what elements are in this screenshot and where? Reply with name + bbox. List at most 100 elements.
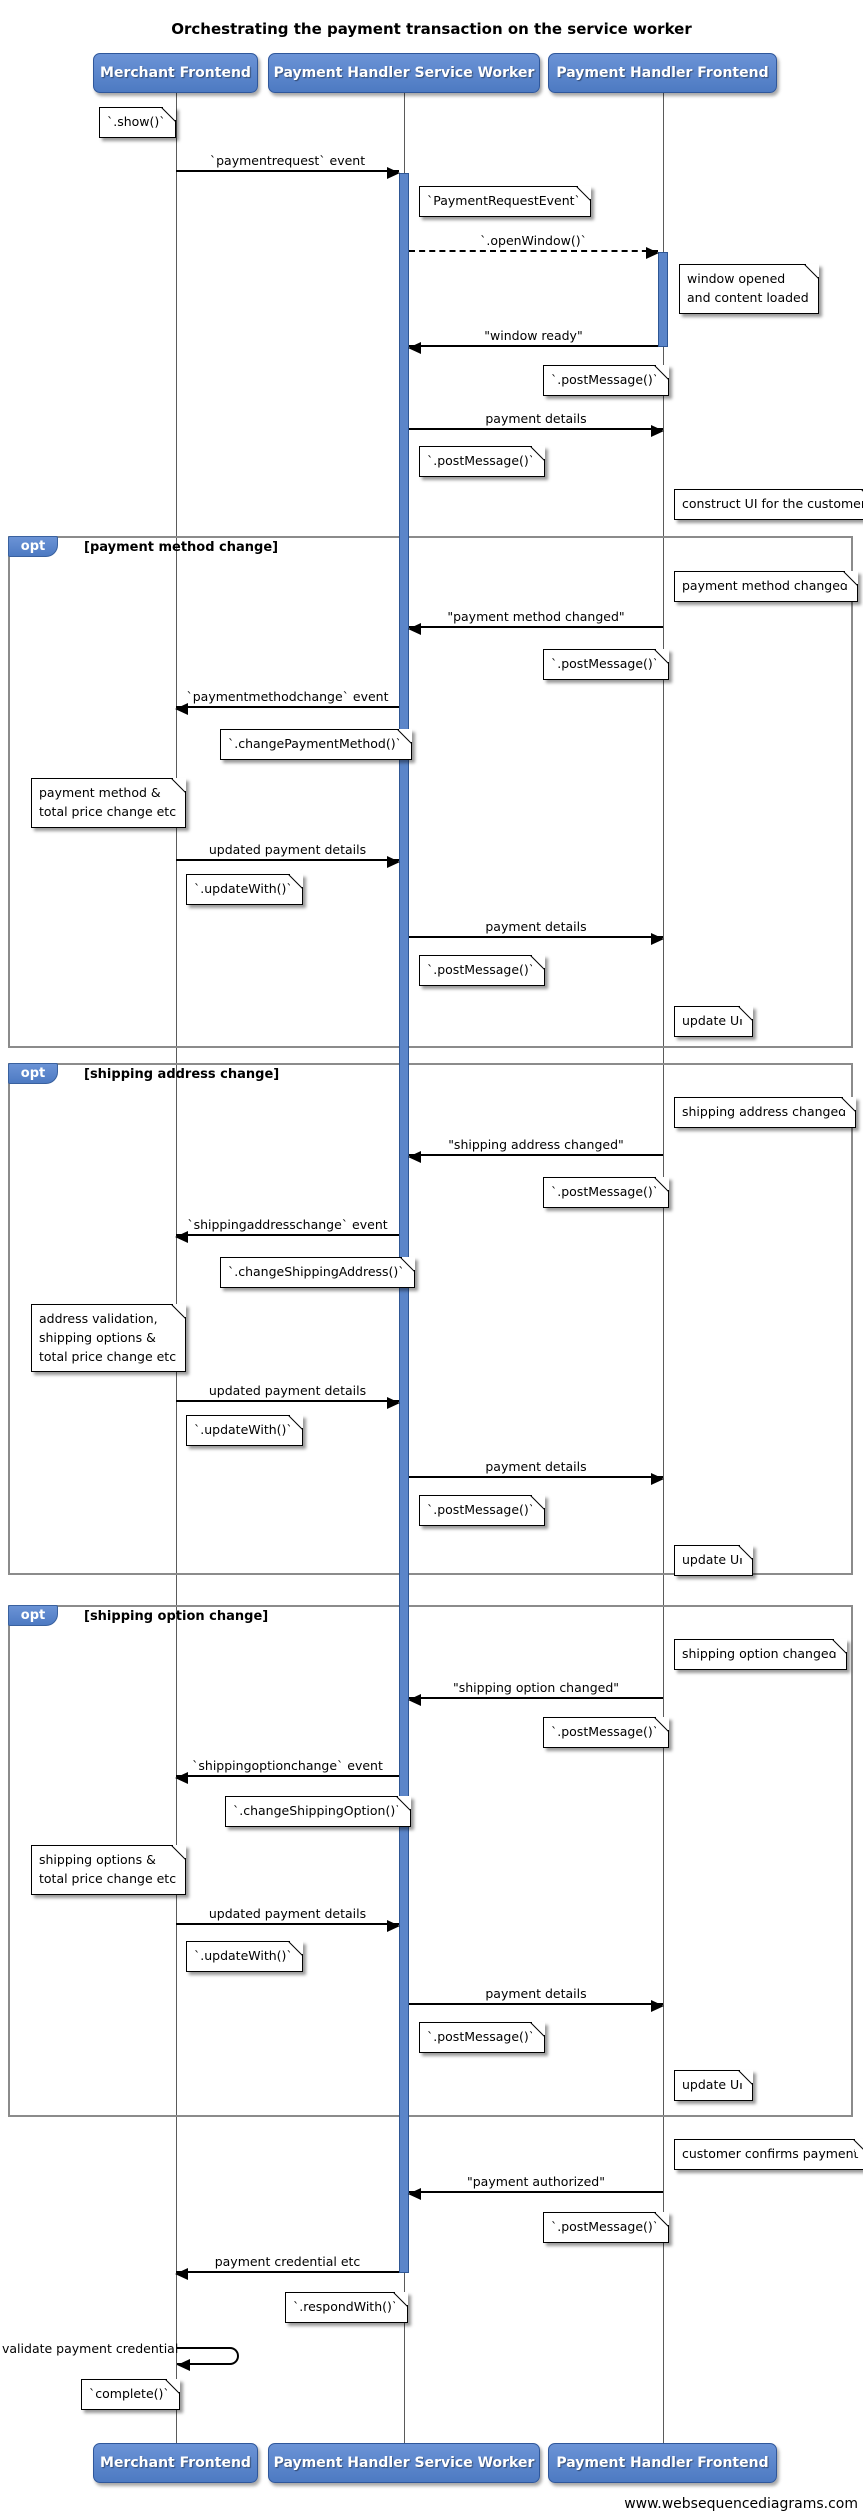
message-label: payment details — [485, 1986, 587, 2001]
message-updated-payment-details-2: updated payment details — [176, 1380, 400, 1409]
note-postmessage-7: `.postMessage()` — [543, 1717, 670, 1748]
arrowhead-right-icon — [387, 856, 400, 868]
arrowhead-left-icon — [408, 1694, 421, 1706]
message-payment-details-3: payment details — [409, 1456, 664, 1485]
note-shipping-options-total-price: shipping options & total price change et… — [31, 1845, 187, 1895]
note-changeshippingaddress: `.changeShippingAddress()` — [220, 1257, 415, 1288]
activation-service-worker — [399, 173, 409, 2273]
actor-payment-handler-frontend-top: Payment Handler Frontend — [548, 53, 777, 93]
arrowhead-left-icon — [175, 703, 188, 715]
actor-payment-handler-frontend-bottom: Payment Handler Frontend — [548, 2443, 777, 2483]
actor-payment-handler-service-worker-top: Payment Handler Service Worker — [268, 53, 540, 93]
message-payment-credential-etc: payment credential etc — [175, 2251, 399, 2280]
message-payment-details-2: payment details — [409, 916, 664, 945]
message-payment-details-4: payment details — [409, 1983, 664, 2012]
message-label: updated payment details — [208, 842, 367, 857]
note-customer-confirms-payment: customer confirms payment — [674, 2139, 863, 2170]
message-label: updated payment details — [208, 1383, 367, 1398]
arrowhead-left-icon — [408, 2188, 421, 2200]
message-label: "shipping address changed" — [448, 1137, 624, 1152]
note-shipping-address-changed: shipping address changed — [674, 1097, 857, 1128]
opt-fragment-shipping-option-change: opt [shipping option change] — [8, 1605, 853, 2117]
note-shipping-option-changed: shipping option changed — [674, 1639, 847, 1670]
note-payment-method-total-price: payment method & total price change etc — [31, 778, 187, 828]
websequencediagrams-watermark: www.websequencediagrams.com — [624, 2496, 858, 2512]
fragment-condition: [shipping option change] — [84, 1609, 269, 1624]
note-postmessage-5: `.postMessage()` — [543, 1177, 670, 1208]
message-label: "payment authorized" — [466, 2174, 605, 2189]
message-window-ready: "window ready" — [408, 325, 658, 354]
note-updatewith-1: `.updateWith()` — [186, 874, 303, 905]
arrowhead-right-icon — [651, 2000, 664, 2012]
message-label: "window ready" — [484, 328, 583, 343]
message-updated-payment-details-1: updated payment details — [176, 839, 400, 868]
note-construct-ui: construct UI for the customer — [674, 489, 863, 520]
message-shipping-option-changed: "shipping option changed" — [408, 1677, 663, 1706]
note-update-ui-1: update UI — [674, 1006, 753, 1037]
message-label: `shippingaddresschange` event — [187, 1217, 388, 1232]
arrowhead-left-icon — [175, 2268, 188, 2280]
note-window-opened: window opened and content loaded — [679, 264, 819, 314]
note-update-ui-3: update UI — [674, 2070, 753, 2101]
arrowhead-left-icon — [408, 342, 421, 354]
message-paymentmethodchange-event: `paymentmethodchange` event — [175, 686, 399, 715]
note-complete: `complete()` — [81, 2379, 180, 2410]
arrowhead-right-icon — [387, 1920, 400, 1932]
message-label: payment details — [485, 919, 587, 934]
opt-fragment-shipping-address-change: opt [shipping address change] — [8, 1063, 853, 1575]
arrowhead-left-icon — [408, 623, 421, 635]
message-label: payment credential etc — [214, 2254, 361, 2269]
message-label: updated payment details — [208, 1906, 367, 1921]
arrowhead-right-icon — [651, 1473, 664, 1485]
message-updated-payment-details-3: updated payment details — [176, 1903, 400, 1932]
note-postmessage-8: `.postMessage()` — [419, 2022, 546, 2053]
message-paymentrequest-event: `paymentrequest` event — [176, 150, 400, 179]
arrowhead-left-icon — [177, 2359, 190, 2371]
note-postmessage-9: `.postMessage()` — [543, 2212, 670, 2243]
message-openwindow: `.openWindow()` — [409, 230, 659, 259]
note-updatewith-3: `.updateWith()` — [186, 1941, 303, 1972]
message-shipping-address-changed: "shipping address changed" — [408, 1134, 663, 1163]
note-updatewith-2: `.updateWith()` — [186, 1415, 303, 1446]
arrowhead-right-icon — [651, 425, 664, 437]
message-label: `shippingoptionchange` event — [192, 1758, 383, 1773]
message-label: `paymentrequest` event — [209, 153, 366, 168]
note-changepaymentmethod: `.changePaymentMethod()` — [220, 729, 412, 760]
note-respondwith: `.respondWith()` — [285, 2292, 409, 2323]
message-label: payment details — [485, 1459, 587, 1474]
opt-fragment-payment-method-change: opt [payment method change] — [8, 536, 853, 1048]
note-postmessage-4: `.postMessage()` — [419, 955, 546, 986]
fragment-keyword-label: opt — [8, 1605, 58, 1626]
note-postmessage-3: `.postMessage()` — [543, 649, 670, 680]
actor-merchant-frontend-bottom: Merchant Frontend — [93, 2443, 258, 2483]
message-shippingaddresschange-event: `shippingaddresschange` event — [175, 1214, 399, 1243]
lifeline-merchant-frontend — [176, 93, 177, 2443]
arrowhead-left-icon — [175, 1231, 188, 1243]
note-paymentrequestevent: `PaymentRequestEvent` — [419, 186, 591, 217]
note-show: `.show()` — [99, 107, 176, 138]
message-label: `paymentmethodchange` event — [186, 689, 389, 704]
arrowhead-left-icon — [408, 1151, 421, 1163]
message-label: `.openWindow()` — [480, 233, 587, 248]
note-update-ui-2: update UI — [674, 1545, 753, 1576]
message-label: "shipping option changed" — [452, 1680, 619, 1695]
message-payment-authorized: "payment authorized" — [408, 2171, 663, 2200]
diagram-title: Orchestrating the payment transaction on… — [171, 20, 692, 38]
message-label: payment details — [485, 411, 587, 426]
actor-merchant-frontend-top: Merchant Frontend — [93, 53, 258, 93]
fragment-condition: [shipping address change] — [84, 1067, 280, 1082]
message-validate-payment-credential-label: validate payment credential — [2, 2341, 179, 2356]
note-postmessage-1: `.postMessage()` — [543, 365, 670, 396]
arrowhead-right-icon — [646, 247, 659, 259]
arrowhead-right-icon — [387, 1397, 400, 1409]
note-payment-method-changed: payment method changed — [674, 571, 858, 602]
arrowhead-right-icon — [651, 933, 664, 945]
fragment-keyword-label: opt — [8, 1063, 58, 1084]
note-postmessage-2: `.postMessage()` — [419, 446, 546, 477]
arrowhead-right-icon — [387, 167, 400, 179]
note-address-validation: address validation, shipping options & t… — [31, 1304, 187, 1373]
fragment-keyword-label: opt — [8, 536, 58, 557]
arrowhead-left-icon — [175, 1772, 188, 1784]
note-changeshippingoption: `.changeShippingOption()` — [225, 1796, 412, 1827]
